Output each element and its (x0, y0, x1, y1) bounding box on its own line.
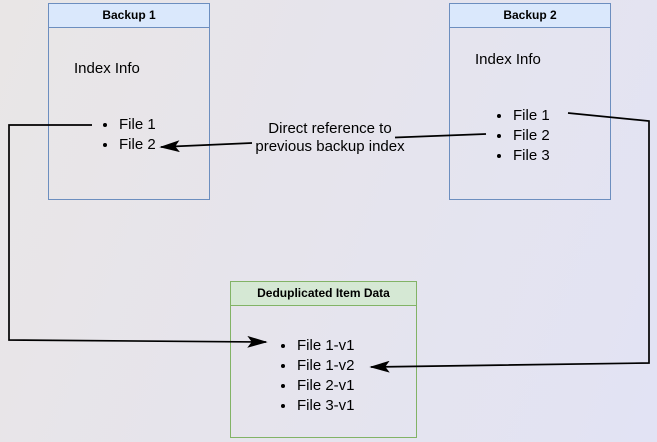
file-label: File 2 (119, 136, 156, 153)
list-item: File 1-v1 (281, 336, 355, 356)
file-label: File 2-v1 (297, 377, 355, 394)
bullet-icon (281, 384, 285, 388)
backup1-title: Backup 1 (102, 8, 156, 22)
dedup-item-list: File 1-v1 File 1-v2 File 2-v1 File 3-v1 (281, 336, 355, 416)
list-item: File 1 (497, 106, 550, 126)
list-item: File 2 (103, 135, 156, 155)
file-label: File 1-v1 (297, 337, 355, 354)
bullet-icon (281, 404, 285, 408)
backup1-header: Backup 1 (49, 4, 209, 28)
list-item: File 3 (497, 146, 550, 166)
file-label: File 1 (513, 107, 550, 124)
bullet-icon (281, 364, 285, 368)
list-item: File 2 (497, 126, 550, 146)
bullet-icon (497, 114, 501, 118)
list-item: File 1-v2 (281, 356, 355, 376)
file-label: File 3-v1 (297, 397, 355, 414)
backup2-index-info-label: Index Info (475, 51, 541, 68)
backup2-file-list: File 1 File 2 File 3 (497, 106, 550, 166)
backup1-index-info-label: Index Info (74, 60, 140, 77)
file-label: File 1 (119, 116, 156, 133)
bullet-icon (497, 154, 501, 158)
backup2-box: Backup 2 Index Info File 1 File 2 File 3 (449, 3, 611, 200)
file-label: File 1-v2 (297, 357, 355, 374)
backup1-box: Backup 1 Index Info File 1 File 2 (48, 3, 210, 200)
bullet-icon (103, 123, 107, 127)
list-item: File 2-v1 (281, 376, 355, 396)
backup2-header: Backup 2 (450, 4, 610, 28)
direct-reference-label-line2: previous backup index (255, 138, 405, 155)
file-label: File 2 (513, 127, 550, 144)
list-item: File 3-v1 (281, 396, 355, 416)
list-item: File 1 (103, 115, 156, 135)
dedup-title: Deduplicated Item Data (257, 286, 390, 300)
direct-reference-label: Direct reference to previous backup inde… (230, 120, 430, 156)
direct-reference-label-line1: Direct reference to (268, 120, 392, 137)
bullet-icon (103, 143, 107, 147)
dedup-box: Deduplicated Item Data File 1-v1 File 1-… (230, 281, 417, 438)
backup1-file-list: File 1 File 2 (103, 115, 156, 155)
dedup-header: Deduplicated Item Data (231, 282, 416, 306)
bullet-icon (281, 344, 285, 348)
bullet-icon (497, 134, 501, 138)
backup2-title: Backup 2 (503, 8, 557, 22)
file-label: File 3 (513, 147, 550, 164)
